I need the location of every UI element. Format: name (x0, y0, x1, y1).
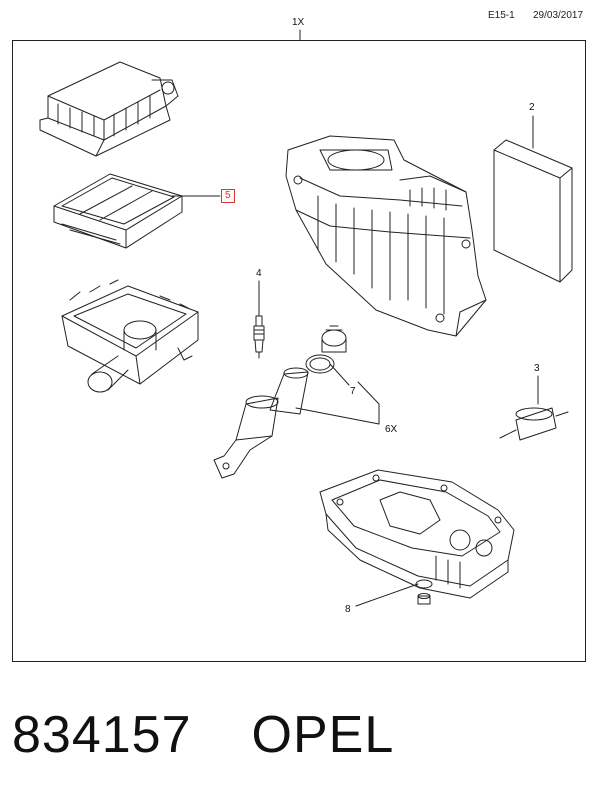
oil-pan-drawing (319, 469, 515, 599)
leader-oil-filter-housing (295, 407, 380, 425)
air-box-lid-drawing (39, 61, 179, 157)
callout-oil-filter-seal: 7 (350, 386, 356, 397)
leader-oil-filter-set (357, 381, 380, 425)
diagram-code: E15-1 (488, 10, 515, 21)
callout-drain-plug: 8 (345, 604, 351, 615)
air-box-base-drawing (61, 279, 199, 393)
callout-air-filter[interactable]: 5 (221, 189, 235, 203)
brand-name: OPEL (251, 706, 395, 764)
diagram-date: 29/03/2017 (533, 10, 584, 21)
part-number: 834157 (12, 706, 192, 764)
callout-fuel-filter: 3 (534, 363, 540, 374)
cabin-filter-drawing (493, 139, 573, 283)
callout-oil-filter-set: 6X (385, 424, 398, 435)
drain-plug-drawing (415, 579, 433, 605)
fuel-filter-drawing (499, 407, 569, 441)
spark-plug-drawing (253, 315, 265, 359)
oil-filter-housing-drawing (213, 325, 347, 479)
air-filter-drawing (53, 173, 183, 249)
diagram-frame (12, 40, 586, 662)
leader-drain-plug (355, 583, 419, 607)
callout-spark-plug: 4 (256, 268, 262, 279)
intake-manifold-drawing (285, 135, 487, 337)
footer-caption: 834157 OPEL (12, 705, 394, 765)
callout-kit: 1X (292, 17, 305, 28)
callout-cabin-filter: 2 (529, 102, 535, 113)
